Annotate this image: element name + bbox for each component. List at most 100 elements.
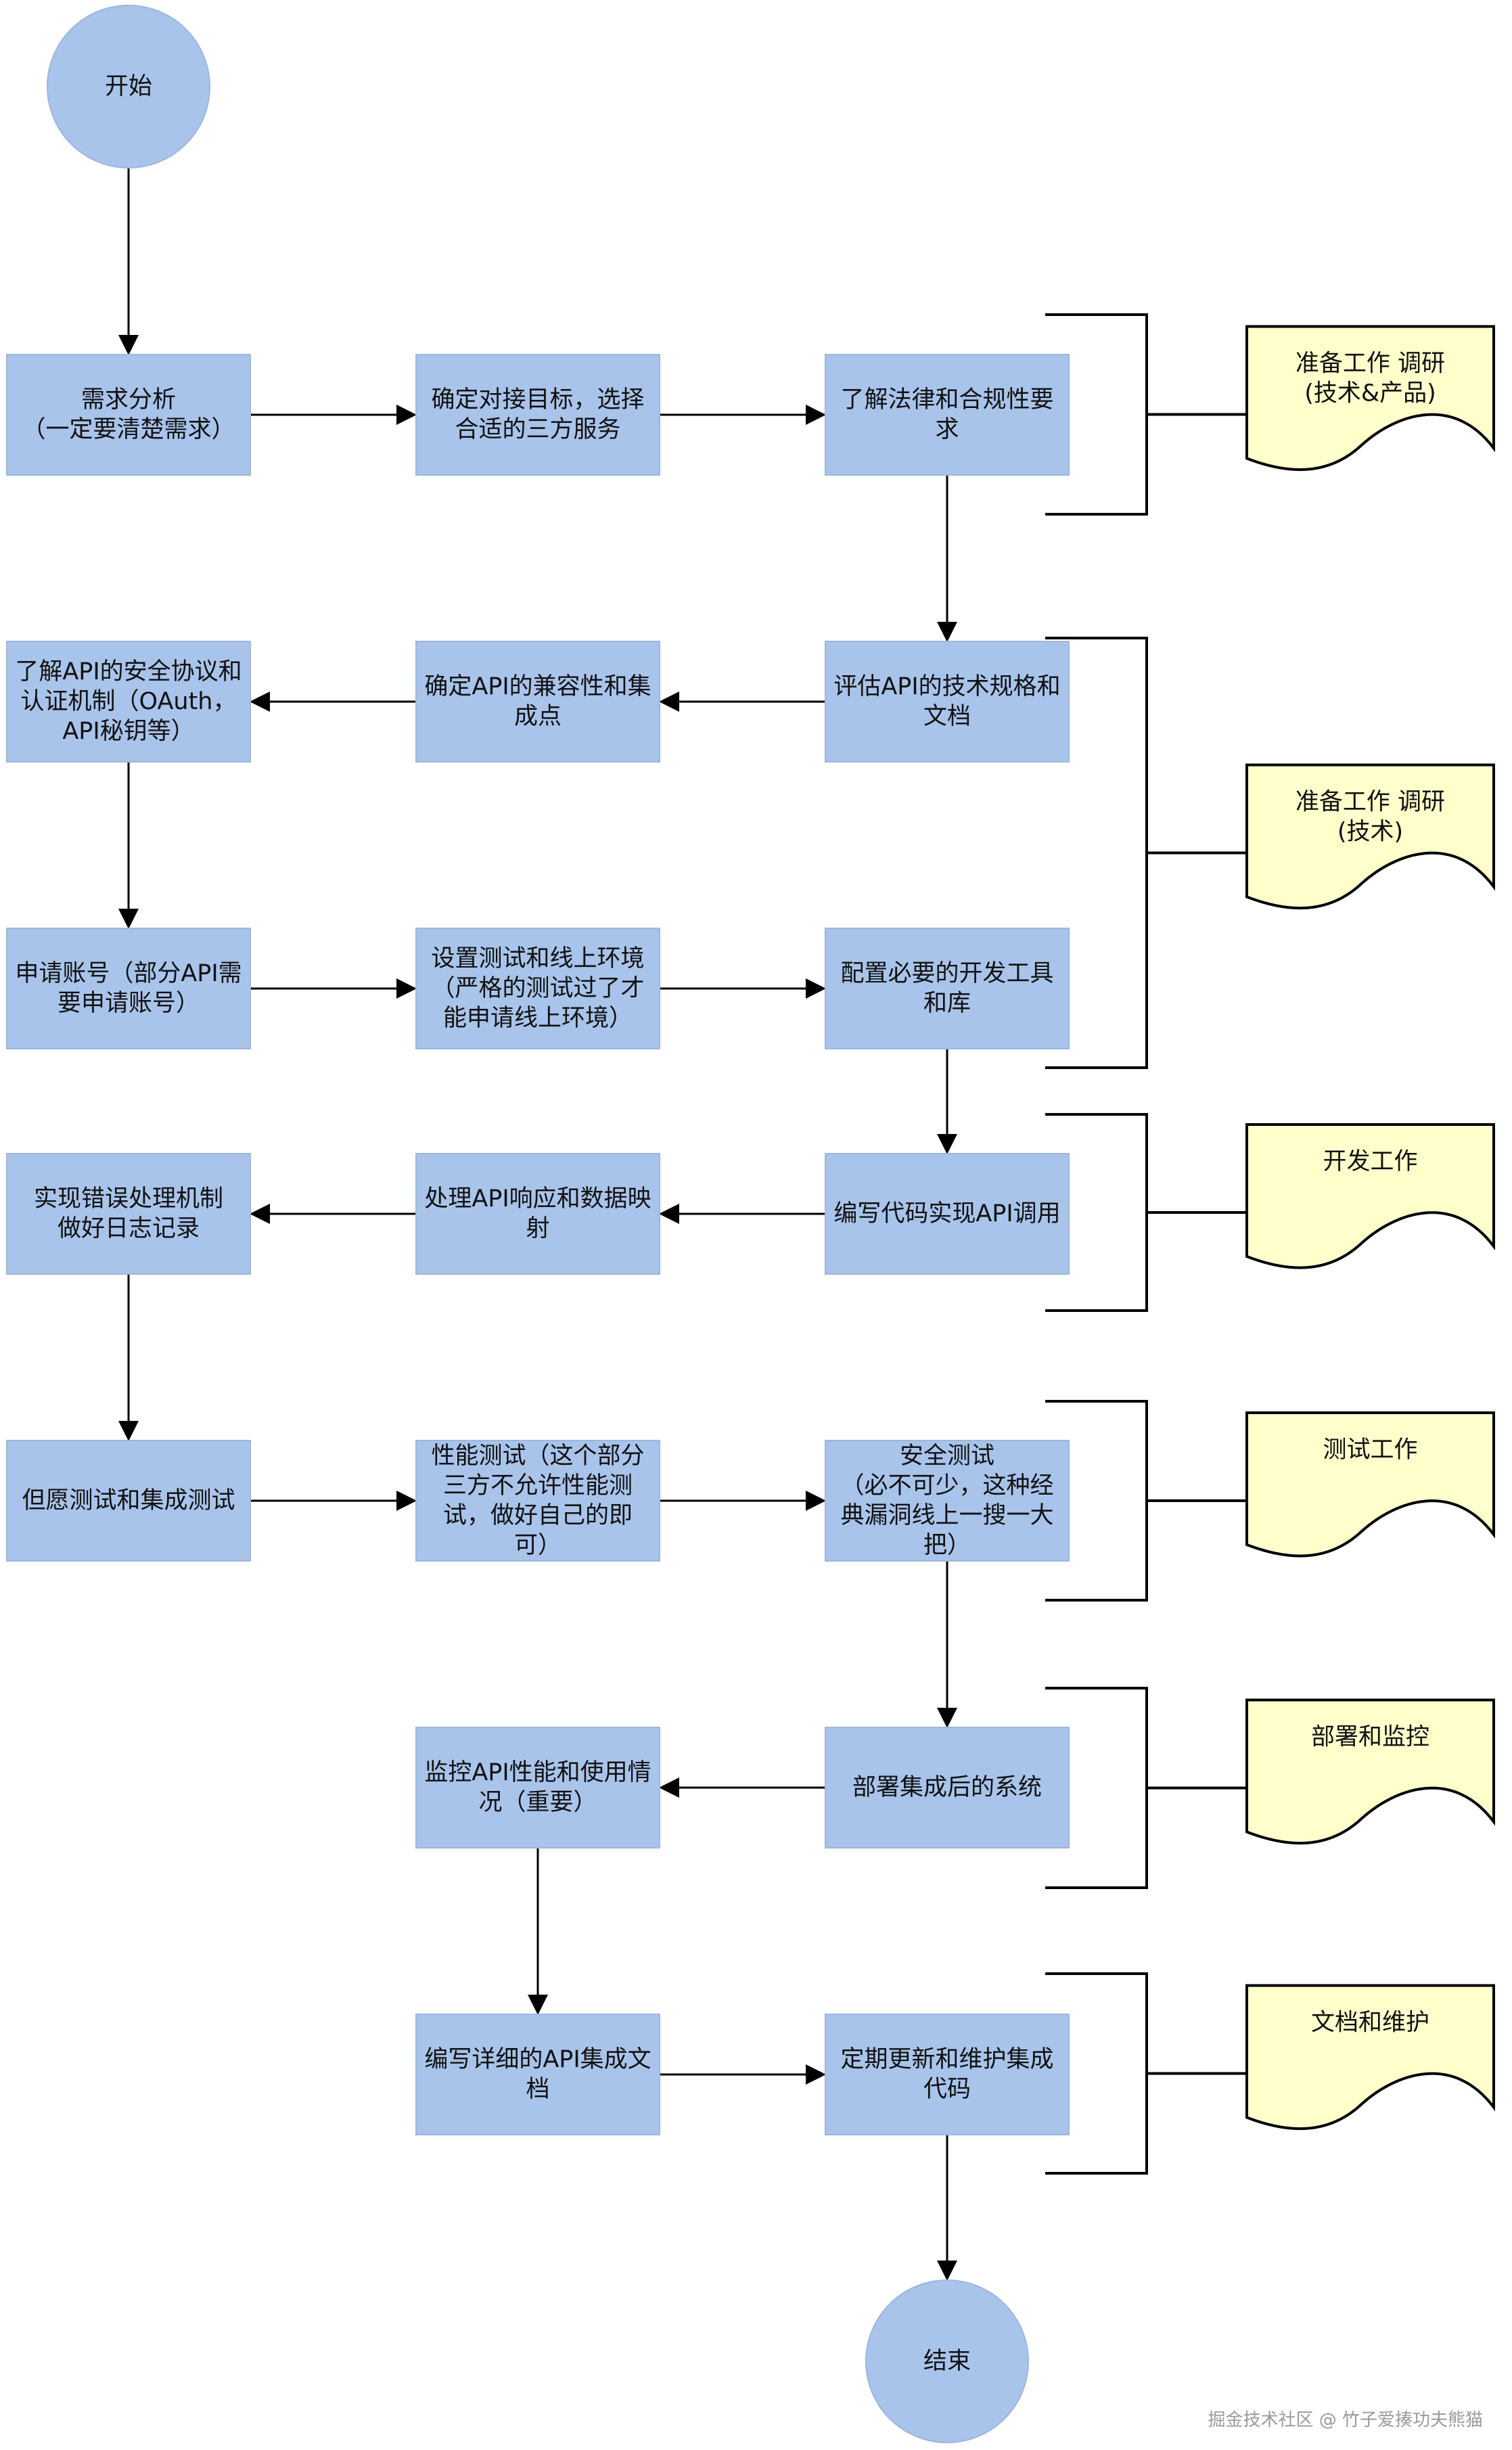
phase-note-label: 准备工作 调研 bbox=[1296, 789, 1445, 816]
bracket-line bbox=[1045, 1113, 1247, 1312]
phase-note-n3: 开发工作 bbox=[1245, 1123, 1495, 1269]
process-step-label: 了解API的安全协议和 bbox=[15, 658, 242, 685]
process-step-label: 需求分析 bbox=[81, 386, 176, 413]
process-step-label: 要申请账号） bbox=[58, 990, 200, 1017]
process-step-s10: 编写代码实现API调用 bbox=[825, 1153, 1070, 1275]
process-step-label: 配置必要的开发工具 bbox=[840, 960, 1053, 987]
process-box bbox=[6, 1153, 251, 1275]
process-step-label: 认证机制（OAuth， bbox=[21, 688, 237, 715]
start-node-label: 开始 bbox=[105, 73, 152, 100]
note-document-shape bbox=[1245, 1123, 1495, 1269]
process-step-label: 监控API性能和使用情 bbox=[424, 1759, 651, 1786]
process-step-label: 部署集成后的系统 bbox=[852, 1774, 1042, 1801]
process-step-label: 合适的三方服务 bbox=[455, 416, 620, 443]
process-step-label: 定期更新和维护集成 bbox=[840, 2046, 1053, 2073]
process-box bbox=[6, 928, 251, 1049]
process-step-label: 设置测试和线上环境 bbox=[431, 945, 644, 972]
bracket-line bbox=[1045, 1400, 1247, 1602]
phase-note-label: 开发工作 bbox=[1323, 1148, 1417, 1175]
process-step-label: 评估API的技术规格和 bbox=[833, 673, 1060, 700]
process-step-label: 处理API响应和数据映 bbox=[424, 1185, 651, 1212]
process-box bbox=[825, 1153, 1070, 1275]
process-step-label: 实现错误处理机制 bbox=[34, 1185, 223, 1212]
process-step-label: 档 bbox=[526, 2076, 549, 2103]
phase-bracket-n6 bbox=[1045, 1972, 1247, 2175]
process-step-label: 做好日志记录 bbox=[58, 1215, 200, 1242]
process-box bbox=[6, 641, 251, 763]
process-step-label: 和库 bbox=[923, 990, 971, 1017]
bracket-line bbox=[1045, 1972, 1247, 2175]
process-step-label: 安全测试 bbox=[900, 1443, 994, 1470]
process-step-label: 代码 bbox=[923, 2076, 971, 2103]
connectors bbox=[118, 168, 957, 2281]
process-step-label: 射 bbox=[526, 1215, 549, 1242]
process-step-label: 确定对接目标，选择 bbox=[431, 386, 644, 413]
process-step-label: 可） bbox=[514, 1532, 562, 1559]
process-step-label: 三方不允许性能测 bbox=[443, 1472, 633, 1499]
process-box bbox=[825, 2014, 1070, 2135]
process-step-label: 况（重要） bbox=[478, 1789, 597, 1816]
process-step-label: 性能测试（这个部分 bbox=[431, 1443, 644, 1470]
bracket-line bbox=[1045, 313, 1247, 516]
watermark: 掘金技术社区 @ 竹子爱揍功夫熊猫 bbox=[1208, 2410, 1483, 2430]
process-step-label: 了解法律和合规性要 bbox=[840, 386, 1053, 413]
process-box bbox=[825, 928, 1070, 1049]
brackets bbox=[1045, 313, 1247, 2175]
process-box bbox=[415, 1153, 660, 1275]
phase-note-label: 部署和监控 bbox=[1311, 1724, 1429, 1751]
phase-note-n5: 部署和监控 bbox=[1245, 1698, 1495, 1845]
process-step-label: 成点 bbox=[514, 703, 562, 730]
process-step-label: 试，做好自己的即 bbox=[443, 1502, 633, 1529]
process-step-label: 能申请线上环境） bbox=[443, 1005, 633, 1032]
process-box bbox=[825, 354, 1070, 476]
process-step-label: （必不可少，这种经 bbox=[840, 1472, 1053, 1499]
note-document-shape bbox=[1245, 1984, 1495, 2131]
phase-note-label: 文档和维护 bbox=[1311, 2010, 1429, 2037]
process-step-label: 文档 bbox=[923, 703, 971, 730]
process-box bbox=[415, 928, 660, 1049]
note-document-shape bbox=[1245, 1411, 1495, 1558]
bracket-line bbox=[1045, 1687, 1247, 1889]
process-box bbox=[825, 641, 1070, 763]
process-box bbox=[415, 2014, 660, 2135]
bracket-line bbox=[1045, 637, 1247, 1069]
phase-bracket-n5 bbox=[1045, 1687, 1247, 1889]
phase-bracket-n4 bbox=[1045, 1400, 1247, 1602]
note-document-shape bbox=[1245, 763, 1495, 910]
process-box bbox=[415, 1727, 660, 1848]
process-box bbox=[825, 1727, 1070, 1848]
phase-note-label: 准备工作 调研 bbox=[1296, 350, 1445, 378]
end-node: 结束 bbox=[865, 2279, 1029, 2443]
process-step-label: 编写代码实现API调用 bbox=[833, 1200, 1060, 1227]
process-box bbox=[415, 641, 660, 763]
process-box bbox=[415, 354, 660, 476]
start-node: 开始 bbox=[47, 5, 210, 168]
process-box bbox=[6, 354, 251, 476]
process-step-s1: 需求分析（一定要清楚需求） bbox=[6, 354, 251, 476]
phase-bracket-n1 bbox=[1045, 313, 1247, 516]
phase-note-label: 测试工作 bbox=[1323, 1436, 1417, 1464]
process-step-label: 确定API的兼容性和集 bbox=[424, 673, 651, 700]
process-step-s13: 但愿测试和集成测试 bbox=[6, 1440, 251, 1562]
process-step-label: 编写详细的API集成文 bbox=[424, 2046, 651, 2073]
process-step-label: API秘钥等） bbox=[62, 718, 194, 745]
process-box bbox=[6, 1440, 251, 1562]
process-step-label: 把） bbox=[923, 1532, 971, 1559]
phase-note-label: (技术) bbox=[1337, 819, 1403, 846]
end-node-shape bbox=[865, 2279, 1029, 2443]
